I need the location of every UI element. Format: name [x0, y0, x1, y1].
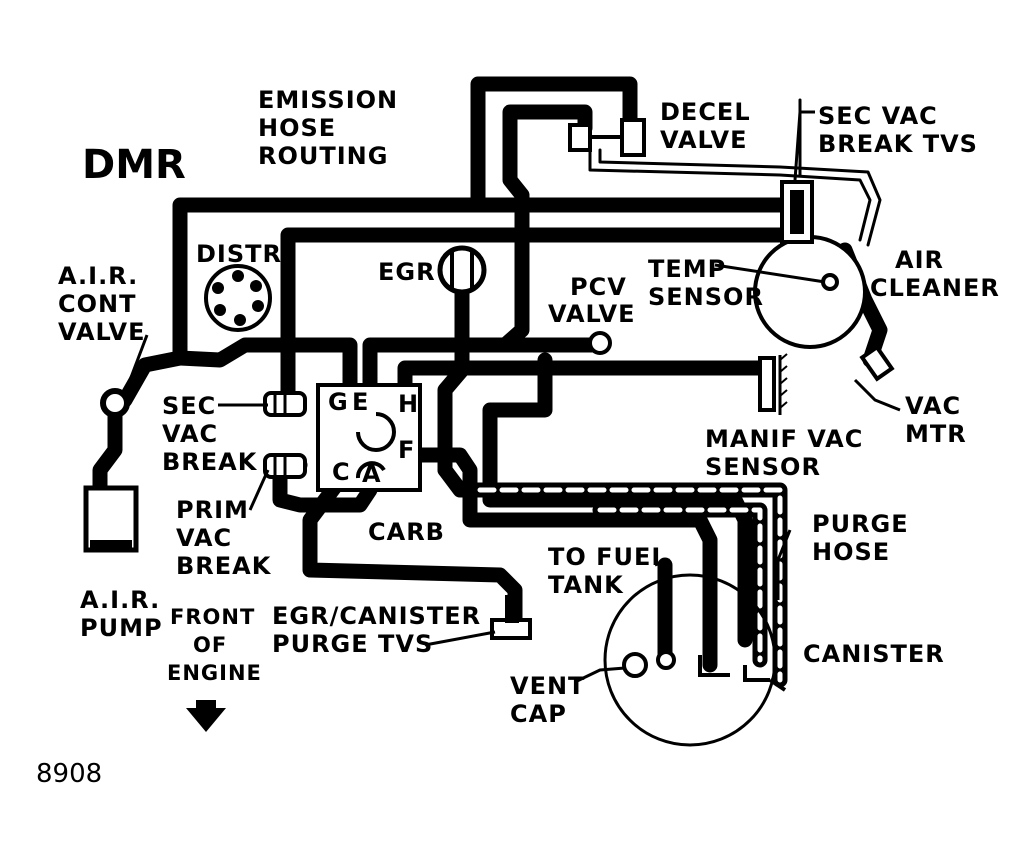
- pcv-valve-label-2: VALVE: [548, 300, 635, 328]
- prim-vac-break-actuator: [263, 453, 307, 479]
- hose-carb-right-2: [482, 352, 753, 648]
- canister-label: CANISTER: [803, 640, 945, 668]
- hose-carb-f-port: [412, 447, 718, 673]
- decel-valve: [568, 118, 646, 157]
- air-cleaner-label-2: CLEANER: [870, 274, 1000, 302]
- carb-port-c: C: [332, 458, 351, 486]
- carb-port-h: H: [398, 390, 419, 418]
- manif-vac-sensor-label-2: SENSOR: [705, 453, 821, 481]
- air-cont-valve: [100, 388, 130, 418]
- air-cont-valve-label-3: VALVE: [58, 318, 145, 346]
- prim-vac-break-label-1: PRIM: [176, 496, 249, 524]
- to-fuel-tank-label-2: TANK: [548, 571, 624, 599]
- temp-sensor-label-2: SENSOR: [648, 283, 764, 311]
- egr-canister-tvs-label-1: EGR/CANISTER: [272, 602, 481, 630]
- manif-vac-sensor: [758, 353, 788, 415]
- sec-vac-break-label-2: VAC: [162, 420, 218, 448]
- carb-port-f: F: [398, 436, 415, 464]
- egr-valve: [437, 245, 487, 295]
- hose-pcv-line: [362, 337, 608, 398]
- air-pump-label-1: A.I.R.: [80, 586, 160, 614]
- hose-decel-to-egr-area: [497, 104, 593, 353]
- egr-label: EGR: [378, 258, 436, 286]
- decel-valve-label-2: VALVE: [660, 126, 747, 154]
- vent-cap-label-2: CAP: [510, 700, 567, 728]
- distributor: [204, 264, 272, 332]
- front-of-engine-label-1: FRONT: [170, 605, 255, 629]
- carb-port-e: E: [352, 388, 369, 416]
- temp-sensor-label-1: TEMP: [648, 255, 726, 283]
- title-line-2: HOSE: [258, 114, 336, 142]
- model-code: DMR: [82, 142, 186, 188]
- carb-label: CARB: [368, 518, 445, 546]
- title-line-3: ROUTING: [258, 142, 388, 170]
- egr-canister-purge-tvs: [490, 595, 532, 640]
- sec-vac-break-label-3: BREAK: [162, 448, 258, 476]
- prim-vac-break-label-2: VAC: [176, 524, 232, 552]
- hose-decel-to-air-cont: [172, 76, 638, 368]
- hose-carb-to-pcv: [254, 337, 358, 398]
- egr-canister-tvs-label-2: PURGE TVS: [272, 630, 433, 658]
- hose-to-manif-sensor: [397, 360, 768, 398]
- air-cont-valve-label-1: A.I.R.: [58, 262, 138, 290]
- carburetor: [316, 383, 422, 492]
- carb-port-g: G: [328, 388, 349, 416]
- air-cleaner-label-1: AIR: [895, 246, 944, 274]
- vent-cap-label-1: VENT: [510, 672, 585, 700]
- carb-port-a: A: [362, 460, 382, 488]
- air-pump: [83, 485, 139, 553]
- vac-mtr-label-2: MTR: [905, 420, 967, 448]
- pcv-valve: [588, 331, 612, 355]
- purge-hose-label-2: HOSE: [812, 538, 890, 566]
- title-line-1: EMISSION: [258, 86, 398, 114]
- front-of-engine-arrow: [186, 708, 226, 732]
- sec-vac-tvs-label-2: BREAK TVS: [818, 130, 978, 158]
- air-cleaner: [753, 180, 895, 382]
- distr-label: DISTR: [196, 240, 282, 268]
- leader-lines: [128, 110, 901, 684]
- front-of-engine-label-2: OF: [193, 633, 227, 657]
- figure-number: 8908: [36, 759, 102, 789]
- hose-egr: [437, 272, 470, 478]
- decel-valve-label-1: DECEL: [660, 98, 751, 126]
- prim-vac-break-label-3: BREAK: [176, 552, 272, 580]
- air-pump-label-2: PUMP: [80, 614, 163, 642]
- purge-hose-label-1: PURGE: [812, 510, 909, 538]
- hose-air-pump: [92, 397, 123, 498]
- air-cont-valve-label-2: CONT: [58, 290, 136, 318]
- canister: [603, 573, 787, 747]
- manif-vac-sensor-label-1: MANIF VAC: [705, 425, 863, 453]
- front-of-engine-label-3: ENGINE: [167, 661, 262, 685]
- front-arrow-stem: [196, 700, 216, 710]
- vac-mtr-label-1: VAC: [905, 392, 961, 420]
- to-fuel-tank-label-1: TO FUEL: [548, 543, 668, 571]
- pcv-valve-label-1: PCV: [570, 273, 627, 301]
- hose-air-cont-feed: [117, 350, 188, 408]
- sec-vac-break-actuator: [263, 391, 307, 417]
- sec-vac-break-label-1: SEC: [162, 392, 216, 420]
- sec-vac-tvs-label-1: SEC VAC: [818, 102, 938, 130]
